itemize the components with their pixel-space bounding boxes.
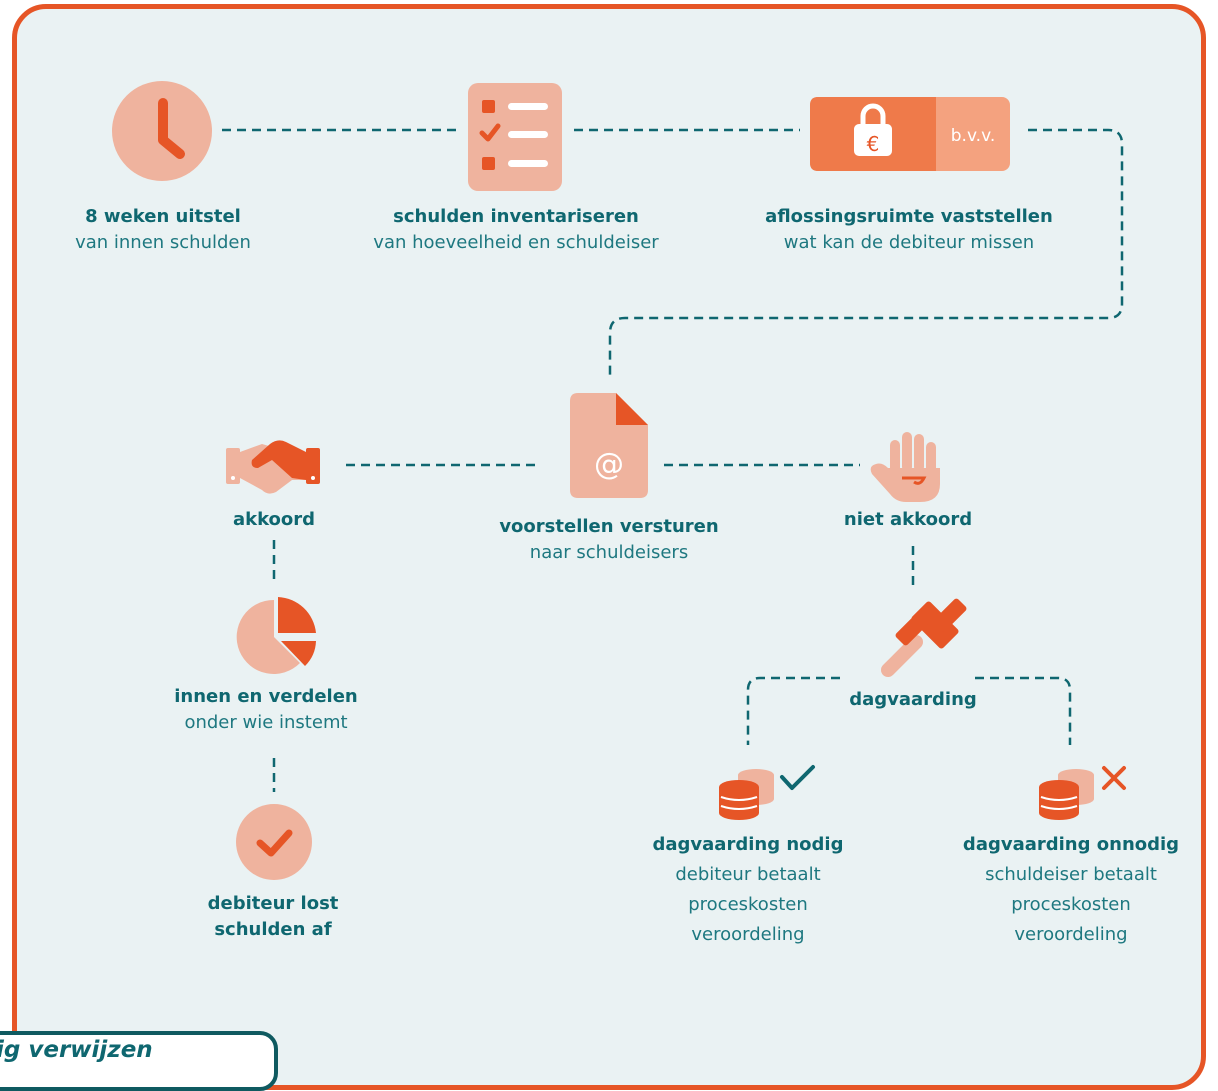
step-delay-subtitle: van innen schulden xyxy=(75,232,251,253)
outcome-unneeded-line1: schuldeiser betaalt xyxy=(985,864,1157,885)
step-capacity: aflossingsruimte vaststellen wat kan de … xyxy=(765,204,1053,256)
stop-hand-icon xyxy=(870,432,940,502)
wallet-lock-icon: € xyxy=(810,97,1010,171)
step-summons: dagvaarding xyxy=(849,687,977,713)
wallet-badge: b.v.v. xyxy=(951,126,995,146)
step-delay: 8 weken uitstel van innen schulden xyxy=(75,204,251,256)
outcome-unneeded-title: dagvaarding onnodig xyxy=(962,834,1180,855)
checklist-icon xyxy=(468,83,562,191)
outcome-needed: dagvaarding nodig debiteur betaalt proce… xyxy=(653,832,844,948)
step-disagree-title: niet akkoord xyxy=(843,509,973,530)
outcome-needed-line2: proceskosten xyxy=(688,894,808,915)
step-delay-title: 8 weken uitstel xyxy=(85,206,241,227)
gavel-icon xyxy=(881,598,967,677)
step-summons-title: dagvaarding xyxy=(849,689,977,710)
step-capacity-subtitle: wat kan de debiteur missen xyxy=(783,232,1035,253)
step-payoff-title-line2: schulden af xyxy=(214,919,332,940)
step-agree-title: akkoord xyxy=(232,509,316,530)
step-inventory: schulden inventariseren van hoeveelheid … xyxy=(373,204,658,256)
step-inventory-title: schulden inventariseren xyxy=(393,206,639,227)
coins-check-icon xyxy=(719,765,815,820)
step-proposals: voorstellen versturen naar schuldeisers xyxy=(499,514,718,566)
step-payoff: debiteur lost schulden af xyxy=(208,891,339,943)
step-disagree: niet akkoord xyxy=(844,507,972,533)
step-payoff-title: debiteur lost xyxy=(207,893,339,914)
step-capacity-title: aflossingsruimte vaststellen xyxy=(765,206,1053,227)
coins-cross-icon xyxy=(1039,766,1126,820)
outcome-unneeded-line3: veroordeling xyxy=(1014,924,1128,945)
diagram-frame xyxy=(12,4,1206,1090)
footer-tab[interactable]: ig verwijzen xyxy=(0,1031,278,1091)
email-document-icon xyxy=(570,393,648,498)
check-circle-icon xyxy=(236,804,312,880)
flow-diagram: € b.v.v. @ xyxy=(112,81,1126,880)
handshake-icon xyxy=(226,440,320,494)
clock-icon xyxy=(112,81,212,181)
svg-text:€: € xyxy=(867,132,880,156)
outcome-unneeded-line2: proceskosten xyxy=(1011,894,1131,915)
step-proposals-subtitle: naar schuldeisers xyxy=(529,542,689,563)
step-proposals-title: voorstellen versturen xyxy=(499,516,719,537)
step-collect-title: innen en verdelen xyxy=(174,686,358,707)
outcome-needed-title: dagvaarding nodig xyxy=(652,834,844,855)
step-collect-subtitle: onder wie instemt xyxy=(184,712,348,733)
step-inventory-subtitle: van hoeveelheid en schuldeiser xyxy=(373,232,659,253)
outcome-needed-line1: debiteur betaalt xyxy=(675,864,821,885)
step-agree: akkoord xyxy=(233,507,315,533)
step-collect: innen en verdelen onder wie instemt xyxy=(174,684,357,736)
pie-chart-icon xyxy=(236,597,316,674)
outcome-unneeded: dagvaarding onnodig schuldeiser betaalt … xyxy=(963,832,1179,948)
connector-lines xyxy=(222,128,1124,792)
at-symbol: @ xyxy=(594,447,624,482)
footer-tab-text: ig verwijzen xyxy=(0,1037,153,1063)
outcome-needed-line3: veroordeling xyxy=(691,924,805,945)
